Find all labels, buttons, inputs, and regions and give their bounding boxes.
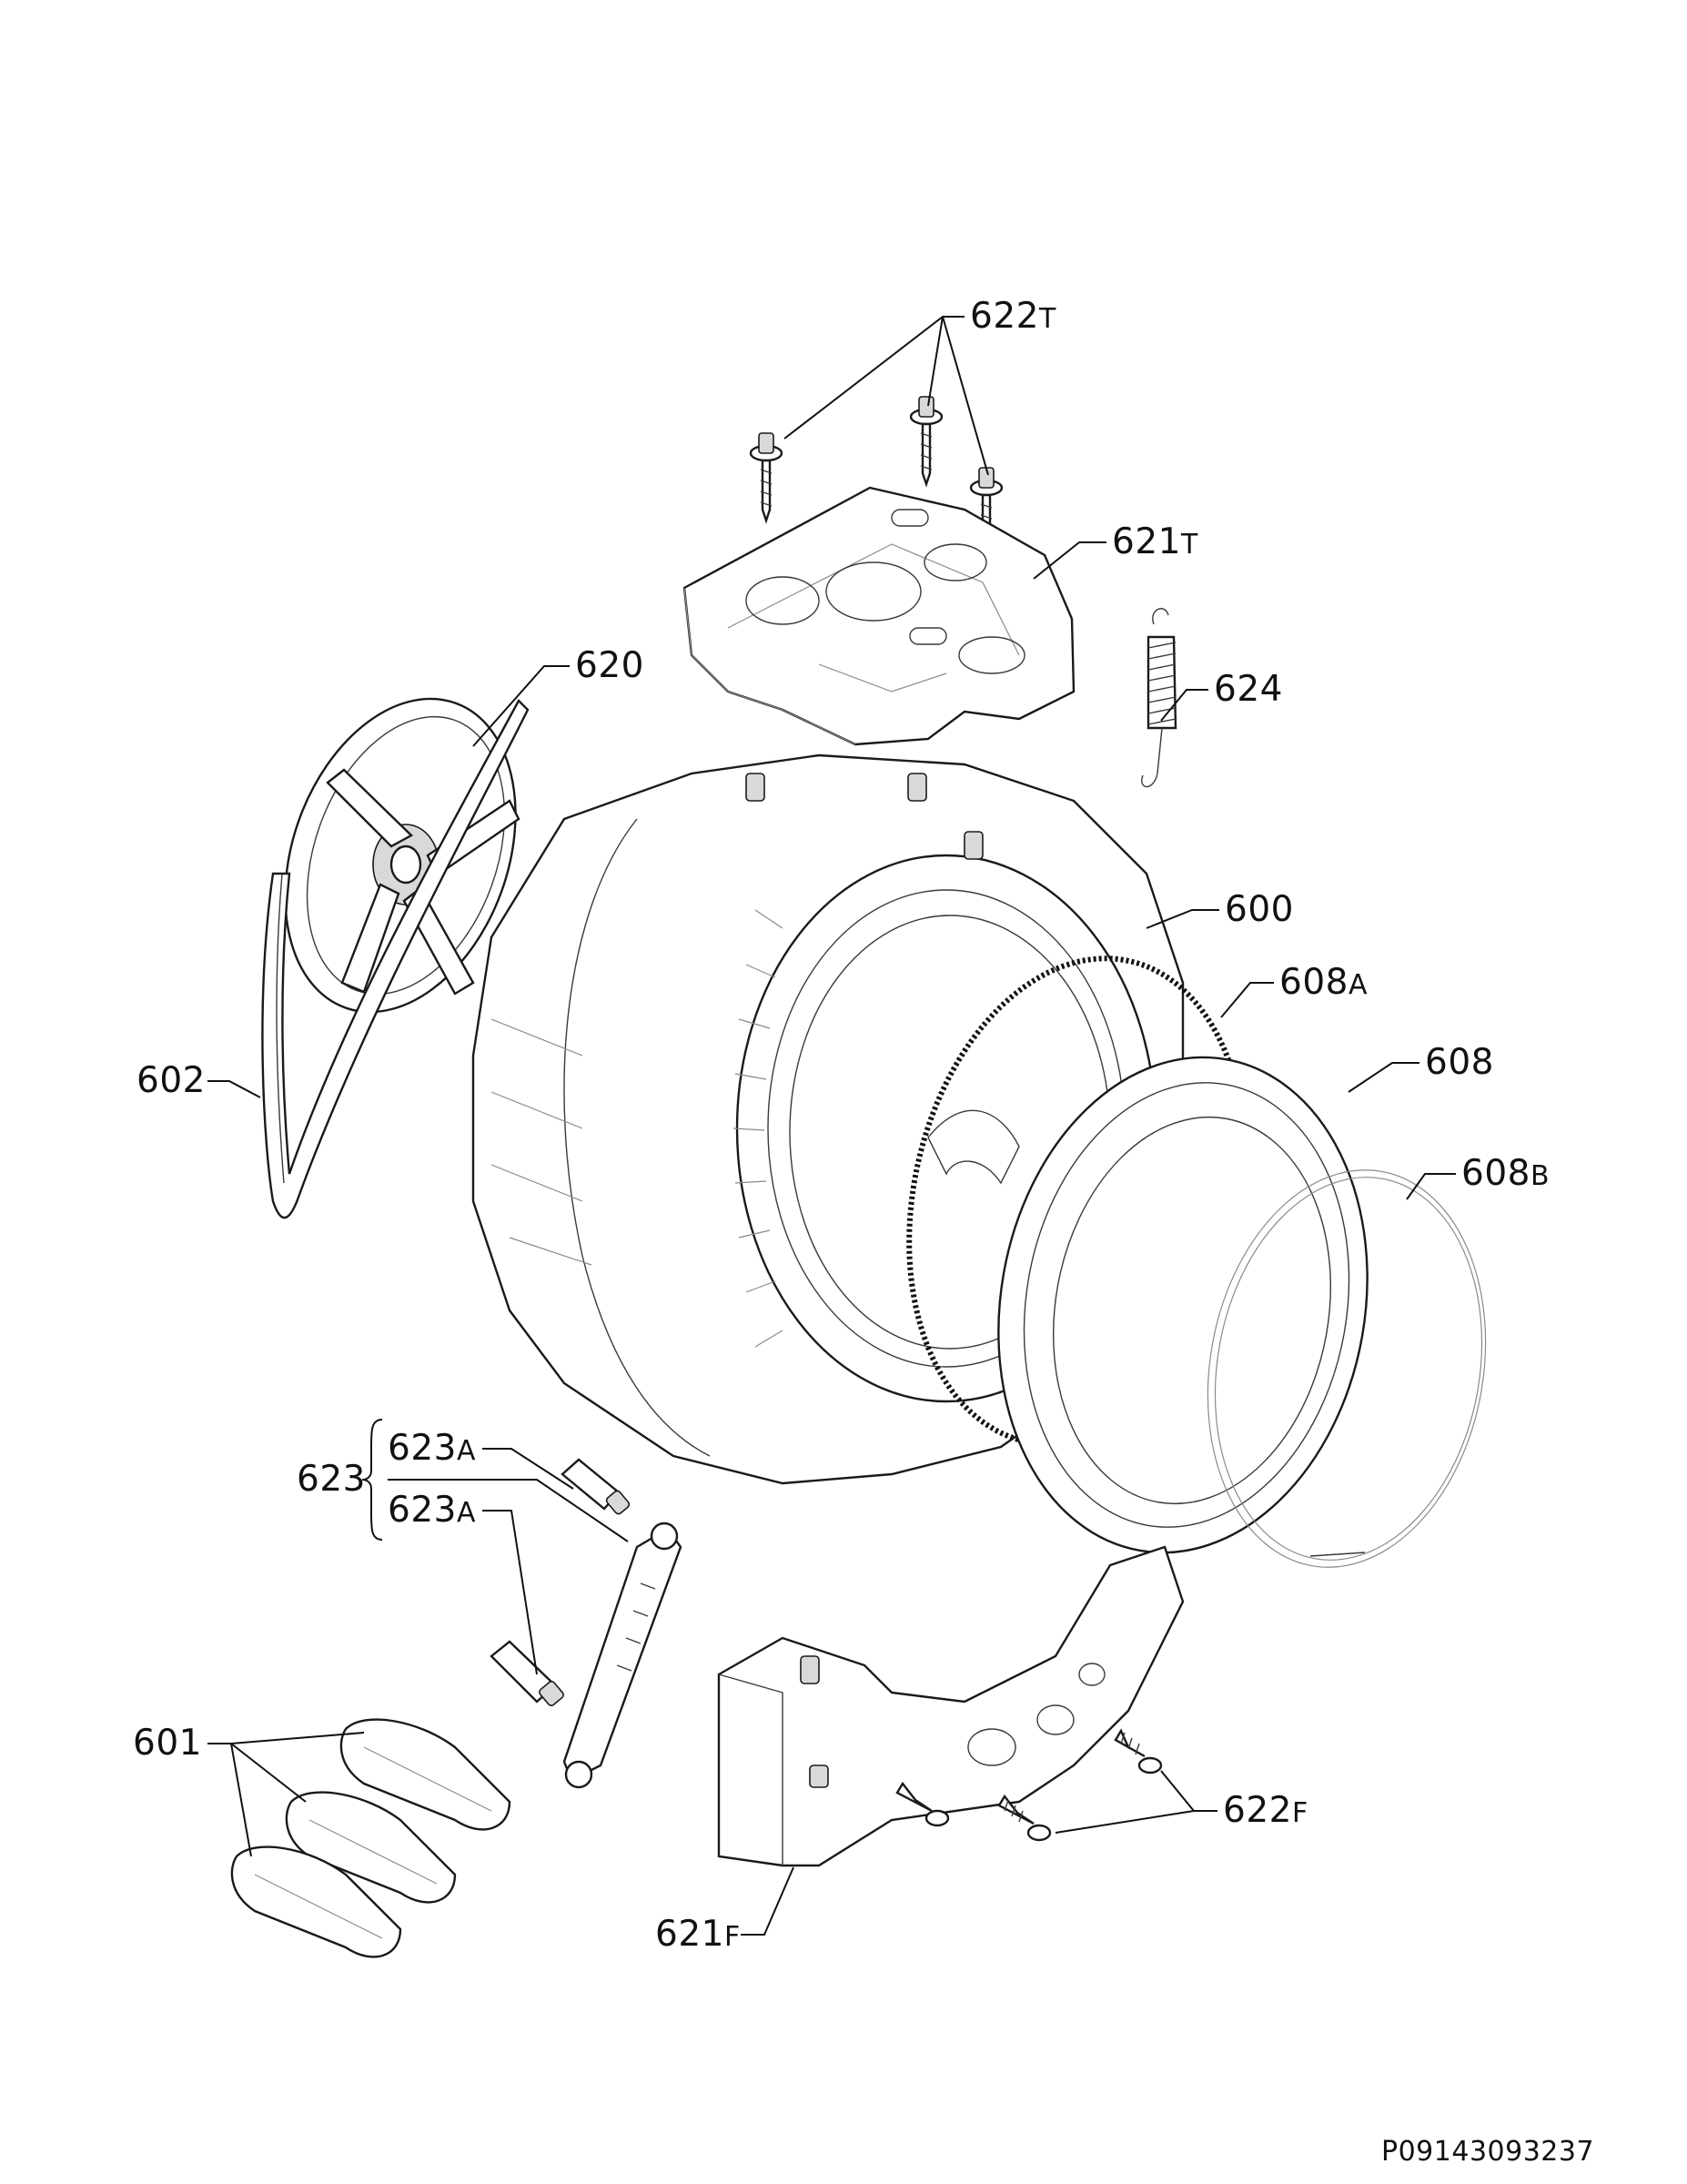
- label-622f: 622F: [1223, 1790, 1308, 1831]
- leader-lines: [207, 316, 1456, 1936]
- pin-623a-top: [561, 1458, 631, 1515]
- screw-622t-middle: [909, 396, 944, 488]
- screw-622f-lower: [997, 1794, 1052, 1842]
- label-621f: 621F: [655, 1914, 741, 1955]
- label-624: 624: [1214, 669, 1283, 710]
- door-gasket-608: [997, 1056, 1369, 1554]
- label-601: 601: [133, 1723, 202, 1764]
- brace-623: [361, 1419, 383, 1541]
- label-600: 600: [1225, 889, 1294, 930]
- label-621t: 621T: [1112, 521, 1198, 562]
- counterweight-621f: [717, 1545, 1185, 1867]
- counterweight-621t: [682, 486, 1076, 746]
- label-608: 608: [1425, 1042, 1494, 1083]
- label-608b: 608B: [1461, 1153, 1550, 1194]
- document-code: P09143093237: [1381, 2136, 1594, 2168]
- drum-paddle-601-bottom: [230, 1845, 402, 1958]
- drive-belt-602: [261, 699, 530, 1219]
- label-623a-bottom: 623A: [388, 1490, 476, 1531]
- shock-absorber-623: [562, 1522, 682, 1789]
- drum-paddle-601-middle: [285, 1791, 457, 1904]
- label-623: 623: [297, 1459, 366, 1500]
- label-602: 602: [136, 1060, 206, 1101]
- screw-622f-rear: [895, 1781, 950, 1827]
- screw-622f-upper: [1114, 1728, 1163, 1774]
- label-608a: 608A: [1279, 962, 1368, 1003]
- label-622t: 622T: [970, 296, 1056, 337]
- spring-624: [1141, 608, 1177, 788]
- clamp-ring-608b: [1207, 1169, 1487, 1568]
- label-620: 620: [575, 645, 644, 686]
- screw-622t-left: [749, 432, 783, 524]
- label-623a-top: 623A: [388, 1428, 476, 1469]
- drum-paddle-601-top: [339, 1718, 511, 1831]
- pin-623a-bottom: [490, 1640, 564, 1707]
